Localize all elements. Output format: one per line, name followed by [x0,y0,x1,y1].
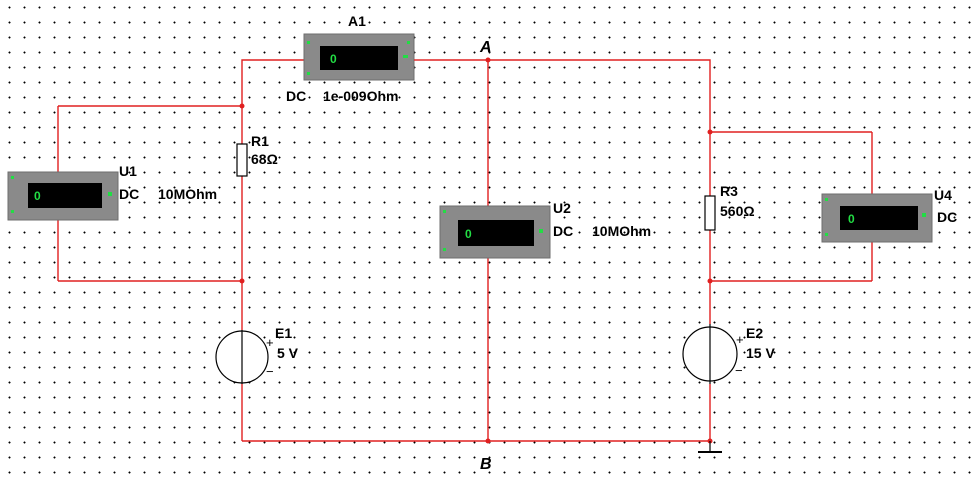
resistor-r3[interactable] [704,195,716,231]
terminal-icon [825,198,828,201]
voltmeter-reading: 0 [465,227,472,241]
terminal-icon [108,192,112,196]
minus-sign: − [266,364,274,379]
ammeter-display [320,46,398,70]
voltmeter-ref-label: U4 [934,187,952,203]
plus-sign: + [266,335,274,350]
junction-dot [707,129,713,135]
terminal-icon [403,55,408,58]
voltmeter-reading: 0 [848,212,855,226]
voltmeter-mode-label: DC [119,186,139,202]
junction-dot [485,438,491,444]
junction-dot [707,278,713,284]
terminal-icon [539,229,543,233]
voltmeter-ref-label: U1 [119,163,137,179]
node-a-label: A [479,39,492,56]
source-value-label: 5 V [277,345,299,361]
resistor-icon [236,143,248,177]
voltmeter-ref-label: U2 [553,200,571,216]
voltage-source-e2[interactable] [682,324,738,384]
plus-sign: + [736,332,744,347]
voltage-source-e1[interactable] [215,330,269,384]
voltmeter-u2[interactable]: 0 [439,205,551,259]
wire-a1-right-to-a [430,59,711,132]
terminal-icon [11,210,14,213]
ground-icon [698,441,722,453]
source-ref-label: E1 [275,325,292,341]
voltmeter-mode-label: DC [553,223,573,239]
junction-dot [239,278,245,284]
minus-sign: − [735,363,743,378]
junction-dot [239,103,245,109]
terminal-icon [407,41,410,44]
terminal-icon [307,72,310,75]
wire-a1-left [241,59,304,106]
resistor-value-label: 560Ω [720,203,755,219]
ammeter-a1[interactable]: 0 [303,33,430,81]
ammeter-resistance-label: 1e-009Ohm [323,88,398,104]
source-value-label: 15 V [746,345,775,361]
voltmeter-display [840,206,918,230]
node-b-label: B [480,456,492,473]
resistor-r1[interactable] [236,143,248,177]
ammeter-mode-label: DC [286,88,306,104]
ammeter-reading: 0 [330,52,337,66]
resistor-icon [704,195,716,231]
voltmeter-display [28,183,102,208]
voltmeter-resistance-label: 10MOhm [158,186,217,202]
wires [57,59,873,442]
terminal-icon [443,210,446,213]
terminal-icon [922,213,926,217]
junctions [239,57,713,444]
voltmeter-mode-label: DC [937,209,957,225]
resistor-value-label: 68Ω [251,151,278,167]
voltmeter-display [458,220,534,246]
resistor-ref-label: R3 [720,183,738,199]
terminal-icon [443,248,446,251]
ammeter-ref-label: A1 [348,13,366,29]
terminal-icon [307,41,310,44]
voltmeter-reading: 0 [34,189,41,203]
voltmeter-u1[interactable]: 0 [7,171,119,221]
terminal-icon [11,176,14,179]
voltmeter-resistance-label: 10MOhm [592,223,651,239]
junction-dot [485,57,491,63]
voltmeter-u4[interactable]: 0 [821,193,933,243]
terminal-icon [825,233,828,236]
source-ref-label: E2 [746,325,763,341]
resistor-ref-label: R1 [251,133,269,149]
